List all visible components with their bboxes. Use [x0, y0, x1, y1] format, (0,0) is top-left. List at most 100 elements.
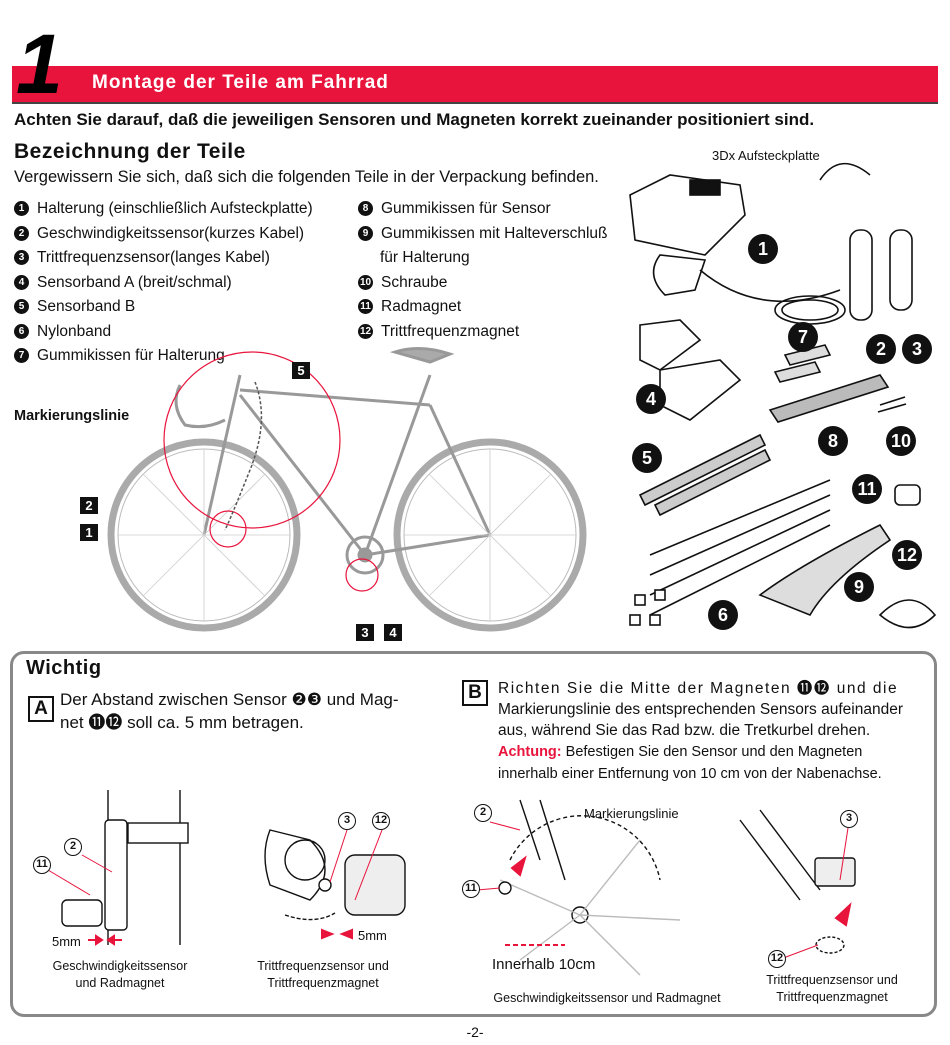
part-label: Trittfrequenzmagnet [381, 322, 520, 340]
part-badge-8: 8 [818, 426, 848, 456]
note-b-line: aus, während Sie das Rad bzw. die Tretku… [498, 722, 871, 739]
red-arrows [88, 855, 852, 946]
caption-line: Geschwindigkeitssensor [52, 959, 188, 973]
number-badge: 9 [358, 225, 373, 241]
list-item: 5 Sensorband B [14, 295, 313, 320]
page-title: Montage der Teile am Fahrrad [92, 72, 389, 93]
list-item-continuation: für Halterung [380, 249, 470, 266]
part-label: Schraube [381, 273, 448, 291]
part-badge-9: 9 [844, 572, 874, 602]
bike-callout-5: 5 [292, 362, 310, 379]
gap-label: 5mm [52, 934, 81, 949]
note-b: Richten Sie die Mitte der Magneten ⓫⓬ un… [498, 678, 926, 785]
number-badge: 6 [14, 323, 29, 339]
diagram-callout-3b: 3 [840, 810, 858, 828]
title-rule [12, 102, 938, 104]
part-badge-2: 2 [866, 334, 896, 364]
diagram-callout-12: 12 [372, 812, 390, 830]
wichtig-diagrams [61, 790, 856, 976]
number-badge: 7 [14, 348, 29, 363]
caption-line: und Radmagnet [75, 976, 165, 990]
part-badge-7: 7 [788, 322, 818, 352]
markierungslinie-label-b: Markierungslinie [584, 806, 679, 821]
note-b-letter: B [462, 680, 488, 706]
number-badge: 8 [358, 201, 373, 216]
part-badge-12: 12 [892, 540, 922, 570]
part-label: Radmagnet [381, 298, 462, 315]
note-a-line: net ⓫⓬ soll ca. 5 mm betragen. [60, 713, 304, 732]
innerhalb-label: Innerhalb 10cm [492, 956, 596, 973]
part-label: Sensorband A (breit/schmal) [37, 273, 232, 291]
note-b-line: Markierungslinie des entsprechenden Sens… [498, 701, 903, 718]
diagram-callout-3: 3 [338, 812, 356, 830]
bicycle-illustration [107, 347, 587, 632]
parts-list-left: 1 Halterung (einschließlich Aufsteckplatt… [14, 197, 313, 369]
part-badge-3: 3 [902, 334, 932, 364]
aufsteckplatte-label: 3Dx Aufsteckplatte [712, 148, 820, 163]
list-item: 1 Halterung (einschließlich Aufsteckplatt… [14, 197, 313, 222]
bike-callout-2: 2 [80, 497, 98, 514]
number-badge: 12 [358, 323, 373, 339]
caption-line: Trittfrequenzmagnet [776, 990, 888, 1004]
list-item: 2 Geschwindigkeitssensor(kurzes Kabel) [14, 222, 313, 247]
caption-speed-b: Geschwindigkeitssensor und Radmagnet [493, 991, 721, 1005]
parts-intro: Vergewissern Sie sich, daß sich die folg… [14, 168, 599, 186]
warning-text: Achten Sie darauf, daß die jeweiligen Se… [14, 110, 815, 129]
section-number: 1 [16, 17, 63, 111]
number-badge: 4 [14, 274, 29, 290]
achtung-line: Achtung: Befestigen Sie den Sensor und d… [498, 741, 926, 763]
caption-cadence-b: Trittfrequenzsensor und Trittfrequenzmag… [752, 972, 912, 1006]
bike-callout-1: 1 [80, 524, 98, 541]
list-item: 7 Gummikissen für Halterung [14, 344, 313, 369]
diagram-callout-11: 11 [33, 856, 51, 874]
caption-speed: Geschwindigkeitssensor und Radmagnet [40, 958, 200, 992]
part-badge-4: 4 [636, 384, 666, 414]
leader-lines [47, 821, 849, 961]
number-badge: 2 [14, 225, 29, 241]
caption-line: Trittfrequenzsensor und [257, 959, 389, 973]
note-a-letter: A [28, 696, 54, 722]
parts-illustration [629, 162, 937, 629]
list-item: 4 Sensorband A (breit/schmal) [14, 271, 313, 296]
part-label: Halterung (einschließlich Aufsteckplatte… [37, 200, 313, 217]
bike-callout-4: 4 [384, 624, 402, 641]
part-label: Sensorband B [37, 298, 136, 315]
list-item: 12 Trittfrequenzmagnet [358, 320, 608, 345]
achtung-label: Achtung: [498, 744, 562, 760]
wichtig-title: Wichtig [26, 657, 102, 679]
highlight-circles [163, 351, 379, 592]
number-badge: 3 [14, 250, 29, 265]
gap-label: 5mm [358, 928, 387, 943]
part-badge-10: 10 [886, 426, 916, 456]
part-badge-5: 5 [632, 443, 662, 473]
number-badge: 5 [14, 299, 29, 314]
caption-cadence: Trittfrequenzsensor und Trittfrequenzmag… [238, 958, 408, 992]
part-badge-1: 1 [748, 234, 778, 264]
note-a: Der Abstand zwischen Sensor ❷❸ und Mag- … [60, 688, 430, 734]
achtung-text: Befestigen Sie den Sensor und den Magnet… [561, 744, 863, 760]
note-b-line: innerhalb einer Entfernung von 10 cm von… [498, 766, 882, 782]
markierungslinie-label: Markierungslinie [14, 408, 130, 424]
parts-heading: Bezeichnung der Teile [14, 140, 246, 163]
list-item: 10 Schraube [358, 271, 608, 296]
diagram-callout-2b: 2 [474, 804, 492, 822]
part-badge-6: 6 [708, 600, 738, 630]
note-a-line: Der Abstand zwischen Sensor ❷❸ und Mag- [60, 690, 399, 709]
number-badge: 1 [14, 201, 29, 216]
diagram-callout-11b: 11 [462, 880, 480, 898]
part-label: Gummikissen für Halterung [37, 347, 225, 364]
part-label: Geschwindigkeitssensor(kurzes Kabel) [37, 224, 305, 242]
number-badge: 11 [358, 299, 373, 314]
title-bar [12, 66, 938, 102]
number-badge: 10 [358, 274, 373, 290]
caption-line: Trittfrequenzsensor und [766, 973, 898, 987]
list-item: 11 Radmagnet [358, 295, 608, 320]
note-b-line: Richten Sie die Mitte der Magneten ⓫⓬ un… [498, 680, 899, 697]
caption-line: Trittfrequenzmagnet [267, 976, 379, 990]
bike-callout-3: 3 [356, 624, 374, 641]
